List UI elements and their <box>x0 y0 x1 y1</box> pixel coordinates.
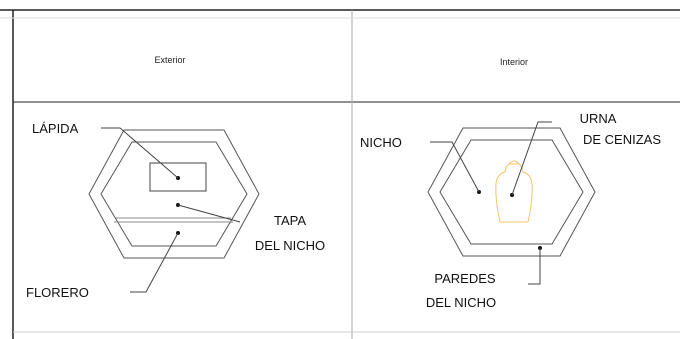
interior-hex-inner <box>439 139 584 245</box>
exterior-hex-outer <box>88 129 260 259</box>
florero-leader <box>130 232 179 293</box>
urn-lid <box>508 160 520 165</box>
exterior-niche <box>88 127 260 293</box>
label-florero: FLORERO <box>26 285 89 300</box>
label-tapa-line2: DEL NICHO <box>255 238 325 253</box>
interior-niche <box>427 121 596 285</box>
label-lapida: LÁPIDA <box>32 121 79 136</box>
label-tapa-line1: TAPA <box>274 213 306 228</box>
header-exterior: Exterior <box>154 55 185 65</box>
nicho-leader <box>430 141 480 193</box>
paredes-leader <box>528 248 541 285</box>
lapida-leader <box>101 127 179 179</box>
label-paredes-line2: DEL NICHO <box>426 295 496 310</box>
urna-leader <box>511 121 552 196</box>
urn-shape <box>495 163 533 223</box>
exterior-hex-inner <box>100 141 248 247</box>
lapida-plaque <box>149 162 207 192</box>
label-urna-line2: DE CENIZAS <box>583 132 661 147</box>
label-nicho: NICHO <box>360 135 402 150</box>
header-interior: Interior <box>500 57 528 67</box>
label-paredes-line1: PAREDES <box>434 271 495 286</box>
tapa-leader <box>177 204 241 223</box>
label-urna-line1: URNA <box>580 111 617 126</box>
interior-hex-outer <box>427 127 596 257</box>
